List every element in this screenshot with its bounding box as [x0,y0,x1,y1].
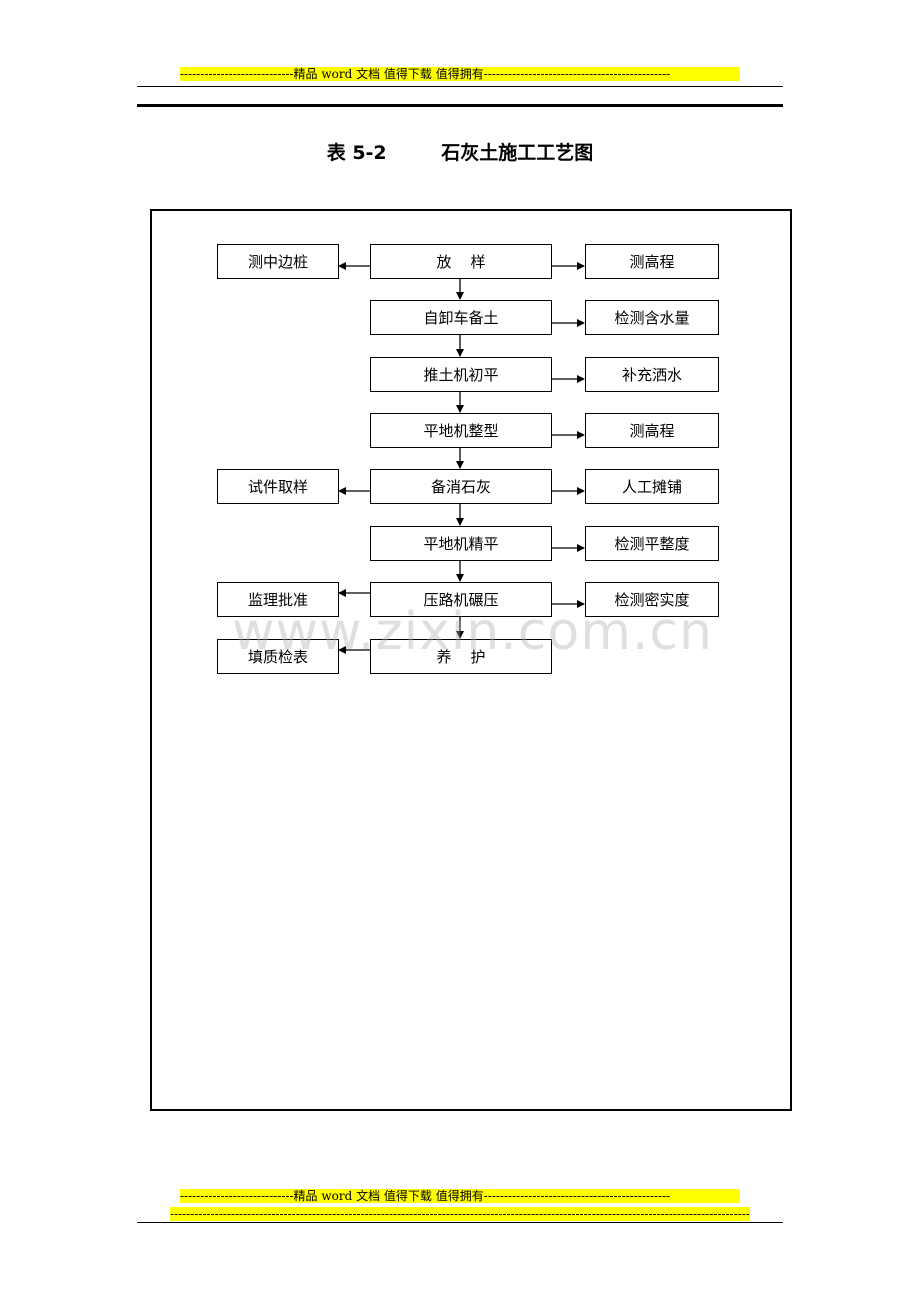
right-manual-spreading: 人工摊铺 [585,469,719,504]
header-banner: ----------------------------精品 word 文档 值… [180,67,740,81]
step-slaked-lime: 备消石灰 [370,469,552,504]
header-rule-thin [137,86,783,87]
header-rule-thick [137,104,783,107]
footer-rule [137,1222,783,1223]
step-curing: 养 护 [370,639,552,674]
footer-banner: ----------------------------精品 word 文档 值… [180,1189,740,1203]
right-check-flatness: 检测平整度 [585,526,719,561]
right-add-water: 补充洒水 [585,357,719,392]
step-grader-fine-level: 平地机精平 [370,526,552,561]
left-supervisor-approval: 监理批准 [217,582,339,617]
right-measure-elevation-2: 测高程 [585,413,719,448]
diagram-frame [150,209,792,1111]
footer-dash-line: ----------------------------------------… [170,1207,750,1221]
right-measure-elevation-1: 测高程 [585,244,719,279]
page-title: 表 5-2 石灰土施工工艺图 [0,138,920,165]
left-measure-center-edge-pile: 测中边桩 [217,244,339,279]
step-fangyang: 放 样 [370,244,552,279]
step-self-unloading-soil: 自卸车备土 [370,300,552,335]
right-check-compaction: 检测密实度 [585,582,719,617]
step-bulldozer-rough-level: 推土机初平 [370,357,552,392]
step-roller-compaction: 压路机碾压 [370,582,552,617]
left-specimen-sampling: 试件取样 [217,469,339,504]
right-check-moisture: 检测含水量 [585,300,719,335]
left-fill-qc-form: 填质检表 [217,639,339,674]
step-grader-shaping: 平地机整型 [370,413,552,448]
title-text: 石灰土施工工艺图 [441,142,594,164]
table-number: 表 5-2 [326,142,387,164]
